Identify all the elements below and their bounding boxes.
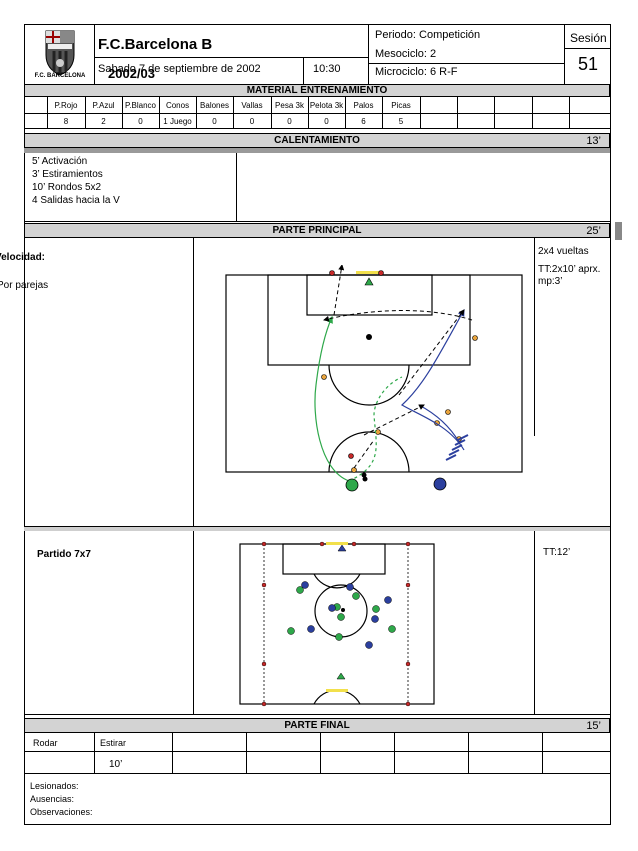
corner-cones [261,541,411,707]
final-title: PARTE FINAL [284,720,350,731]
session-number: 51 [578,54,599,74]
ball [362,476,368,482]
exercise1-name: Velocidad: [0,252,46,263]
material-col-azul: P.Azul [92,101,115,110]
player-blue [433,477,447,491]
ball [341,608,345,612]
match-7x7-diagram [239,541,435,707]
injured-label: Lesionados: [30,781,79,791]
material-col-pesa: Pesa 3k [275,101,304,110]
material-col-blanco: P.Blanco [125,101,156,110]
final-duration: 15’ [586,720,601,732]
final-val-estirar: 10’ [109,759,123,770]
main-title-bar: PARTE PRINCIPAL 25’ [24,223,610,238]
pitch-lines [239,543,435,705]
final-item-estirar: Estirar [100,738,127,748]
material-col-picas: Picas [391,101,411,110]
warmup-title-bar: CALENTAMIENTO 13’ [24,133,610,148]
material-val-conos: 1 Juego [163,117,192,126]
penalty-spot [366,334,372,340]
observations-label: Observaciones: [30,807,93,817]
exercise1-notes: 2x4 vueltas TT:2x10’ aprx. mp:3’ [538,246,600,288]
material-val-azul: 2 [101,117,106,126]
material-title: MATERIAL ENTRENAMIENTO [246,85,388,96]
player-green [345,478,359,492]
warmup-item: 3’ Estiramientos [32,169,103,180]
material-table: P.Rojo P.Azul P.Blanco Conos Balones Val… [24,97,610,129]
green-run-path [314,315,403,482]
exercise1-note: 2x4 vueltas [538,246,589,257]
material-col-pelota: Pelota 3k [309,101,344,110]
velocity-drill-diagram [225,265,523,492]
goalkeeper-marker [336,672,346,680]
warmup-item: 4 Salidas hacia la V [32,195,120,206]
scrollbar-handle [615,222,622,240]
green-team [287,586,396,641]
material-col-conos: Conos [165,101,190,110]
mesocycle: Mesociclo: 2 [375,48,437,60]
cones [321,270,478,473]
material-val-balones: 0 [212,117,217,126]
main-title: PARTE PRINCIPAL [272,225,362,236]
separator-strip [24,527,610,531]
goalkeeper-marker [337,544,347,552]
material-val-palos: 6 [361,117,366,126]
final-title-bar: PARTE FINAL 15’ [24,718,610,733]
microcycle: Microciclo: 6 R-F [375,66,458,78]
goal-marker [326,542,348,545]
warmup-item: 10’ Rondos 5x2 [32,182,102,193]
warmup-title: CALENTAMIENTO [274,135,360,146]
session-time: 10:30 [313,63,341,75]
material-val-pelota: 0 [324,117,329,126]
warmup-list: 5’ Activación 3’ Estiramientos 10’ Rondo… [32,155,232,207]
period: Periodo: Competición [375,29,481,41]
pitch-lines [225,274,523,473]
material-val-picas: 5 [398,117,404,126]
hurdles [445,434,469,461]
goal-marker [356,271,382,274]
warmup-duration: 13’ [586,135,601,147]
session-date: Sabado 7 de septiembre de 2002 [98,63,261,75]
exercise1-note: mp:3’ [538,276,563,287]
final-item-rodar: Rodar [33,738,58,748]
material-title-bar: MATERIAL ENTRENAMIENTO [24,84,610,97]
season-label: 2002/03 [108,66,155,81]
goal-marker [326,689,348,692]
team-name: F.C.Barcelona B [98,36,213,53]
exercise1-note: TT:2x10’ aprx. [538,264,601,275]
material-col-balones: Balones [200,101,229,110]
club-logo: F.C. BARCELONA [28,27,92,83]
cone-marker [364,277,374,286]
material-val-pesa: 0 [287,117,292,126]
footer-notes: Lesionados: Ausencias: Observaciones: [30,780,93,819]
exercise2-note: TT:12’ [543,547,571,558]
exercise2-name: Partido 7x7 [37,549,91,560]
center-spot [361,472,367,478]
logo-text: F.C. BARCELONA [34,73,86,79]
absences-label: Ausencias: [30,794,75,804]
material-col-palos: Palos [353,101,374,110]
ball-path [323,265,473,469]
exercise1-detail: Por parejas [0,280,49,291]
material-col-rojo: P.Rojo [54,101,78,110]
warmup-item: 5’ Activación [32,156,88,167]
material-val-vallas: 0 [249,117,255,126]
final-table: Rodar Estirar 10’ [24,733,610,774]
crest-icon [45,30,75,76]
main-duration: 25’ [586,225,601,237]
material-val-blanco: 0 [138,117,143,126]
material-col-vallas: Vallas [241,101,263,110]
session-label: Sesión [570,31,607,45]
blue-run-path [400,308,465,451]
blue-team [301,581,392,649]
material-val-rojo: 8 [63,117,69,126]
warmup-strip [24,148,610,153]
